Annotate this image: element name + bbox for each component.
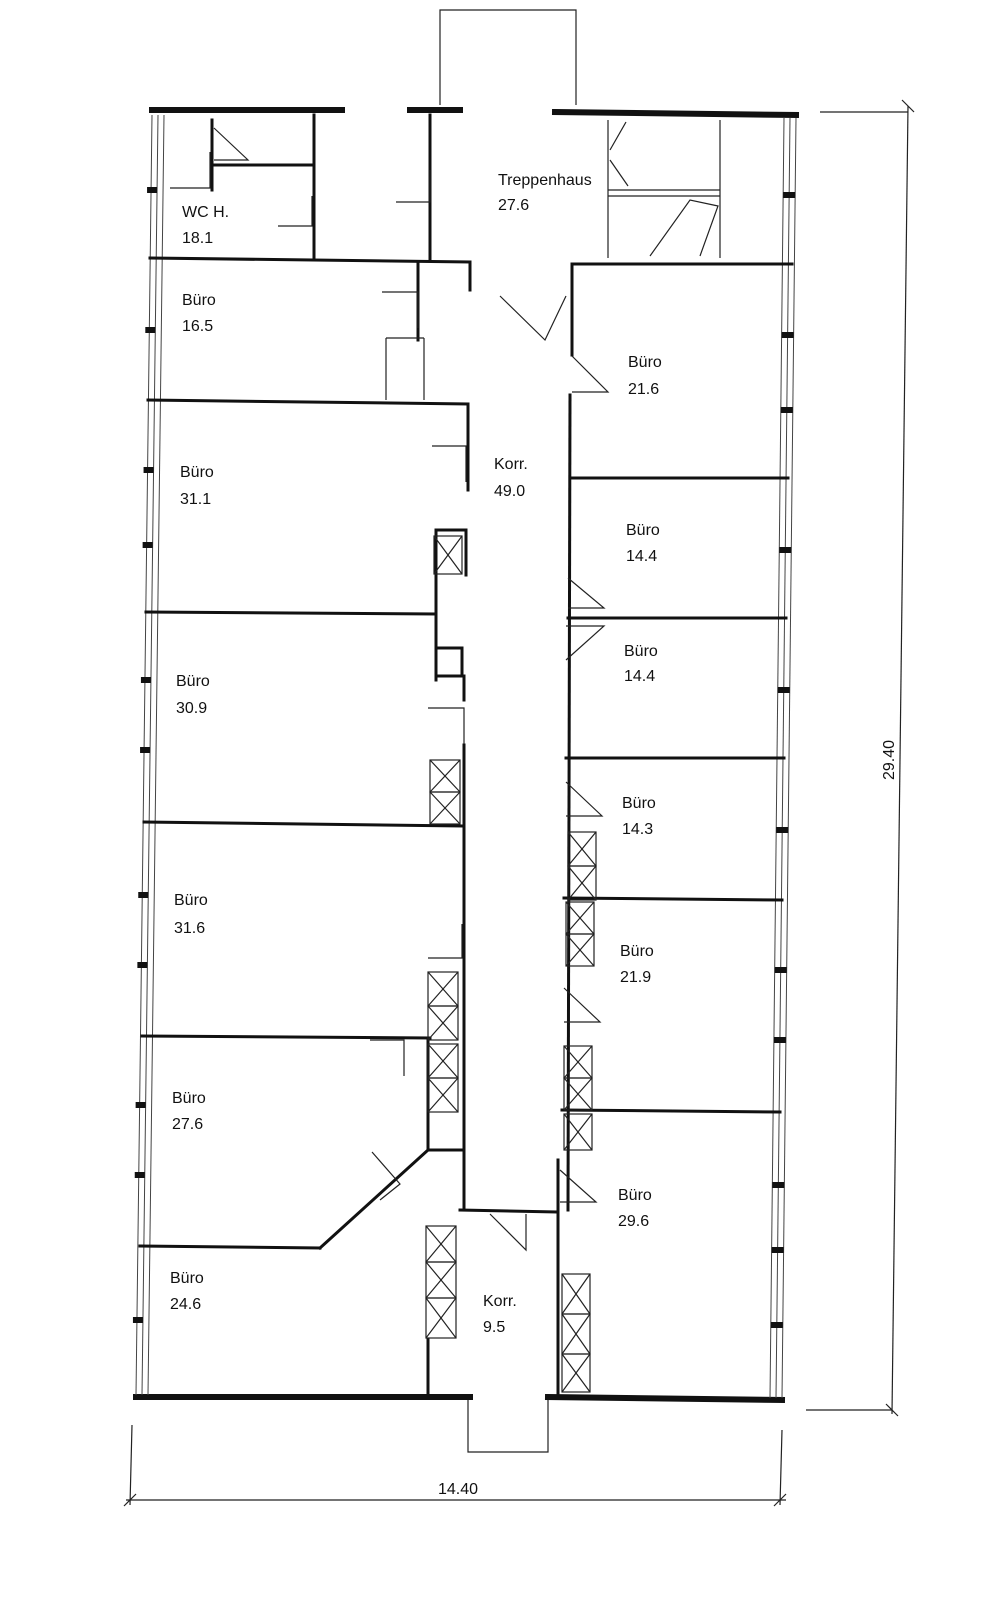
facade-mullion [777, 687, 790, 693]
shaft-box [561, 1313, 591, 1355]
service-shafts [425, 535, 597, 1393]
room-area-r1: 21.6 [628, 381, 659, 398]
dimension-height: 29.40 [806, 99, 915, 1417]
facade-mullions [132, 187, 796, 1328]
shaft-box [433, 535, 463, 575]
shaft-box [429, 791, 461, 825]
room-area-korr-small: 9.5 [483, 1319, 505, 1336]
shaft-box [567, 831, 597, 867]
shaft-box [427, 1077, 459, 1113]
facade-mullion [140, 747, 151, 753]
facade-mullion [134, 1172, 145, 1178]
top-zone-walls [148, 113, 794, 292]
room-name-r5: Büro [620, 943, 654, 960]
doors [170, 121, 719, 1252]
outer-walls [133, 107, 800, 1404]
room-area-l1: 16.5 [182, 318, 213, 335]
dimension-height-label: 29.40 [881, 740, 898, 780]
room-area-r4: 14.3 [622, 821, 653, 838]
room-name-wc: WC H. [182, 204, 229, 221]
room-name-l5: Büro [172, 1090, 206, 1107]
facade-mullion [772, 1182, 785, 1188]
room-name-r1: Büro [628, 354, 662, 371]
facade-mullion [770, 1322, 783, 1328]
room-name-r6: Büro [618, 1187, 652, 1204]
room-area-korr-main: 49.0 [494, 483, 525, 500]
room-name-l3: Büro [176, 673, 210, 690]
facade-mullion [776, 827, 789, 833]
facade-mullion [140, 677, 151, 683]
facade-mullion [137, 962, 148, 968]
room-area-l5: 27.6 [172, 1116, 203, 1133]
shaft-box [565, 933, 595, 967]
room-area-l3: 30.9 [176, 700, 207, 717]
shaft-box [427, 971, 459, 1007]
facade-mullion [147, 187, 158, 193]
room-name-l1: Büro [182, 292, 216, 309]
room-area-l4: 31.6 [174, 920, 205, 937]
room-area-wc: 18.1 [182, 230, 213, 247]
room-area-r5: 21.9 [620, 969, 651, 986]
dimension-width-label: 14.40 [438, 1481, 478, 1498]
room-area-r6: 29.6 [618, 1213, 649, 1230]
room-name-r2: Büro [626, 522, 660, 539]
shaft-box [563, 1077, 593, 1111]
room-name-r4: Büro [622, 795, 656, 812]
dimension-width: 14.40 [123, 1424, 787, 1507]
shaft-box [425, 1261, 457, 1299]
stair-extension-top [439, 9, 577, 105]
shaft-box [425, 1297, 457, 1339]
room-labels: WC H. 18.1 Treppenhaus 27.6 Büro 16.5 Bü… [170, 172, 662, 1336]
right-column-walls [556, 262, 790, 1397]
facade-mullion [773, 1037, 786, 1043]
left-column-walls [138, 260, 558, 1397]
shaft-box [429, 759, 461, 793]
room-area-l2: 31.1 [180, 491, 211, 508]
room-name-l2: Büro [180, 464, 214, 481]
room-name-l6: Büro [170, 1270, 204, 1287]
room-area-r3: 14.4 [624, 668, 655, 685]
facade-mullion [781, 332, 794, 338]
room-name-treppenhaus: Treppenhaus [498, 172, 592, 189]
room-name-korr-small: Korr. [483, 1293, 517, 1310]
room-area-r2: 14.4 [626, 548, 657, 565]
facade-mullion [132, 1317, 143, 1323]
facade-mullion [145, 327, 156, 333]
facade-mullion [142, 542, 153, 548]
shaft-box [427, 1043, 459, 1079]
entrance-extension-bottom [467, 1400, 549, 1453]
shaft-box [567, 865, 597, 901]
facade-mullion [783, 192, 796, 198]
room-area-l6: 24.6 [170, 1296, 201, 1313]
shaft-box [425, 1225, 457, 1263]
facade-mullion [771, 1247, 784, 1253]
shaft-box [563, 1113, 593, 1151]
shaft-box [561, 1273, 591, 1315]
facade-mullion [138, 892, 149, 898]
shaft-box [427, 1005, 459, 1041]
room-area-treppenhaus: 27.6 [498, 197, 529, 214]
facade-mullion [774, 967, 787, 973]
room-name-r3: Büro [624, 643, 658, 660]
facade-mullion [780, 407, 793, 413]
facade-mullion [779, 547, 792, 553]
facade-mullion [143, 467, 154, 473]
shaft-box [561, 1353, 591, 1393]
room-name-l4: Büro [174, 892, 208, 909]
facade-mullion [135, 1102, 146, 1108]
room-name-korr-main: Korr. [494, 456, 528, 473]
